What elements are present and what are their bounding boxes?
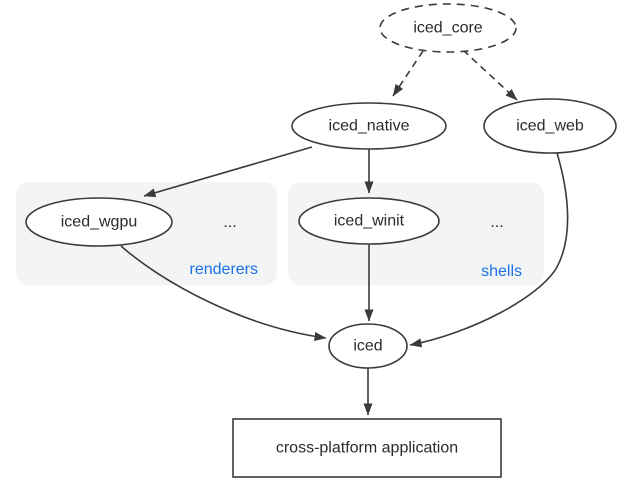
iced_core-label: iced_core — [413, 20, 482, 37]
edge-iced_web-to-iced — [409, 152, 569, 348]
iced_native-ellipse — [291, 102, 447, 150]
node-iced_native: iced_native — [291, 102, 447, 150]
edge-iced_core-to-iced_web — [462, 49, 518, 101]
shells-ellipsis: ... — [490, 214, 503, 231]
iced_wgpu-label: iced_wgpu — [61, 214, 138, 231]
iced_core-ellipse — [379, 3, 517, 53]
iced_web-ellipse — [483, 98, 617, 154]
iced_native-label: iced_native — [329, 118, 410, 135]
shells-group-label: shells — [481, 263, 522, 280]
app-label: cross-platform application — [276, 440, 458, 457]
renderers-group-label: renderers — [190, 261, 258, 278]
app-rectangle — [232, 418, 502, 478]
iced_wgpu-ellipse — [25, 197, 173, 247]
iced_winit-label: iced_winit — [334, 213, 405, 230]
iced-ellipse — [328, 323, 408, 369]
edge-iced_native-to-iced_wgpu — [143, 146, 313, 198]
iced_winit-ellipse — [298, 197, 440, 245]
node-iced_winit: iced_winit — [298, 197, 440, 245]
node-iced_web: iced_web — [483, 98, 617, 154]
node-iced: iced — [328, 323, 408, 369]
node-iced_core: iced_core — [379, 3, 517, 53]
edge-iced_wgpu-to-iced — [120, 245, 327, 341]
edge-iced_core-to-iced_native — [392, 50, 424, 97]
renderers-ellipsis: ... — [223, 214, 236, 231]
node-iced_wgpu: iced_wgpu — [25, 197, 173, 247]
iced-label: iced — [353, 338, 382, 355]
iced_web-label: iced_web — [516, 118, 584, 135]
node-cross-platform-application: cross-platform application — [232, 418, 502, 478]
